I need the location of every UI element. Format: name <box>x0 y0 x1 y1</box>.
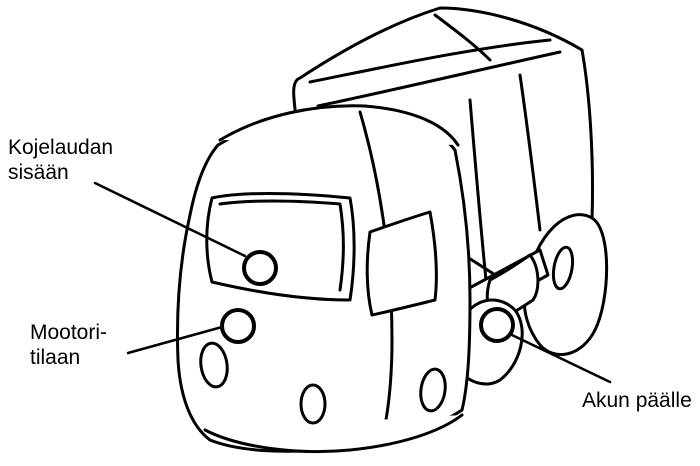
engine-label-line1: Mootori- <box>30 320 107 345</box>
dashboard-marker <box>244 252 276 284</box>
battery-label: Akun päälle <box>582 388 692 413</box>
engine-marker <box>222 310 254 342</box>
engine-label: Mootori- tilaan <box>30 320 107 370</box>
battery-label-line1: Akun päälle <box>582 388 692 413</box>
grille-light-center <box>301 385 325 423</box>
engine-label-line2: tilaan <box>30 345 107 370</box>
dashboard-label: Kojelaudan sisään <box>8 135 113 185</box>
dashboard-label-line2: sisään <box>8 160 113 185</box>
windshield <box>207 194 354 301</box>
dashboard-label-line1: Kojelaudan <box>8 135 113 160</box>
battery-marker <box>481 309 513 341</box>
